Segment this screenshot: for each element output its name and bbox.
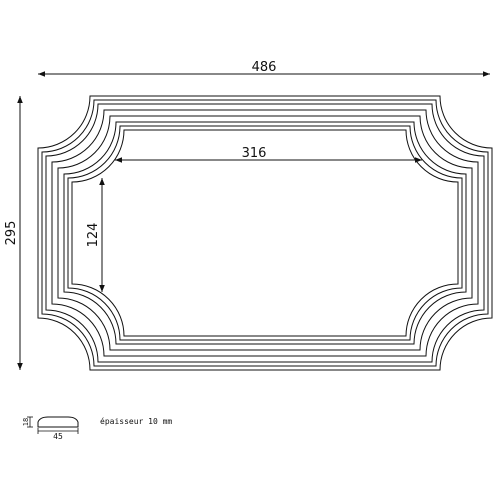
frame-ring-1 [37,95,493,371]
profile-width-label: 45 [53,432,63,441]
inner-width-dimension-label: 316 [242,146,267,161]
frame-ring-5 [57,115,473,351]
inner-height-dimension-label: 124 [86,223,101,248]
height-dimension-label: 295 [4,221,19,246]
profile-section [27,416,79,434]
frame-outline [37,95,493,371]
frame-ring-3 [45,103,485,363]
frame-ring-4 [51,109,479,357]
thickness-note: épaisseur 10 mm [100,416,172,426]
profile-height-label: 18 [22,418,30,426]
width-dimension-label: 486 [252,60,277,75]
frame-ring-7 [67,125,463,341]
frame-ring-8 [71,129,459,337]
frame-ring-6 [63,121,467,345]
frame-ring-2 [41,99,489,367]
